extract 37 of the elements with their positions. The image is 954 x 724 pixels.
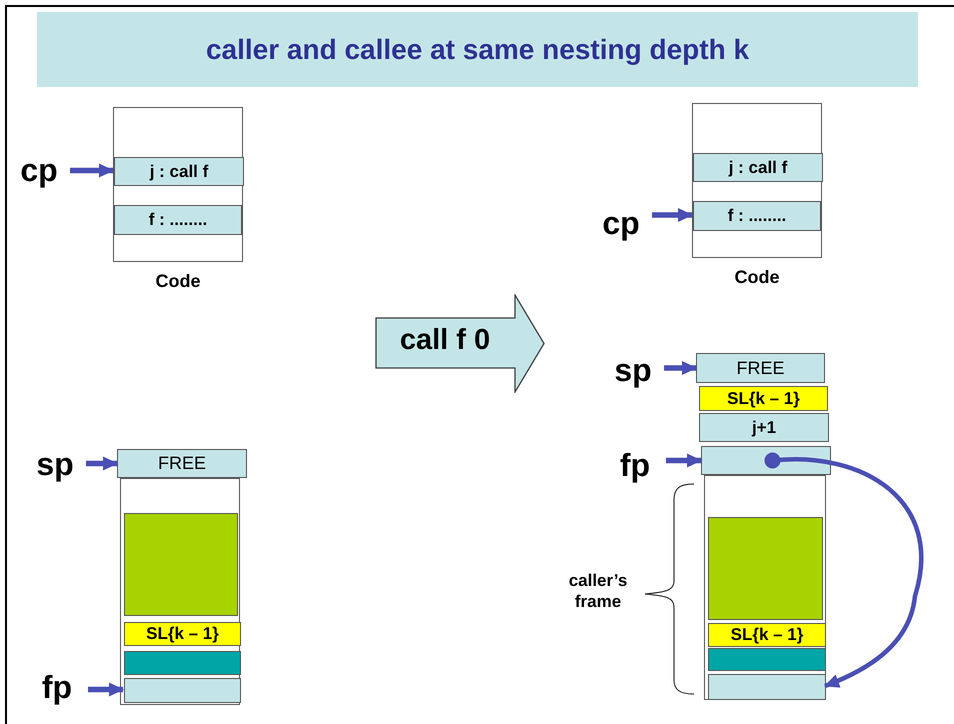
pointer-arrow [70,164,114,178]
code-cell: f : ........ [693,201,821,231]
static-link-cell: SL{k – 1} [124,622,241,646]
pointer-label: fp [610,445,660,485]
pointer-label: cp [596,203,646,243]
title: caller and callee at same nesting depth k [206,34,750,66]
local-data-block [124,513,238,616]
stack-cell [708,648,826,671]
pointer-arrow [664,361,697,375]
pointer-label: cp [14,150,64,190]
pointer-label: fp [32,667,82,707]
pointer-arrow [86,456,118,470]
code-cell: f : ........ [114,205,242,235]
frame-label: caller’s frame [568,570,628,612]
code-cell: j+1 [699,413,829,442]
pointer-arrow [652,208,693,222]
stack-frame-box [120,478,240,705]
pointer-label: sp [608,350,658,390]
stack-cell [124,678,241,703]
arrow-label: call f 0 [400,324,490,357]
memory-caption: Code [154,271,202,292]
pointer-arrow [88,682,124,696]
code-cell: j : call f [693,153,823,182]
stack-frame-box [704,475,826,700]
pointer-label: sp [30,444,80,484]
stack-cell [708,674,826,700]
local-data-block [708,517,823,620]
block-arrow [375,294,545,393]
static-link-arrow [764,452,924,688]
static-link-cell: SL{k – 1} [708,623,826,647]
pointer-arrow [666,454,702,468]
stack-cell [124,651,241,675]
code-cell: j : call f [114,157,244,186]
static-link-cell: SL{k – 1} [699,386,828,411]
stack-cell: FREE [696,353,825,383]
memory-caption: Code [734,267,780,288]
stack-cell: FREE [117,449,247,478]
